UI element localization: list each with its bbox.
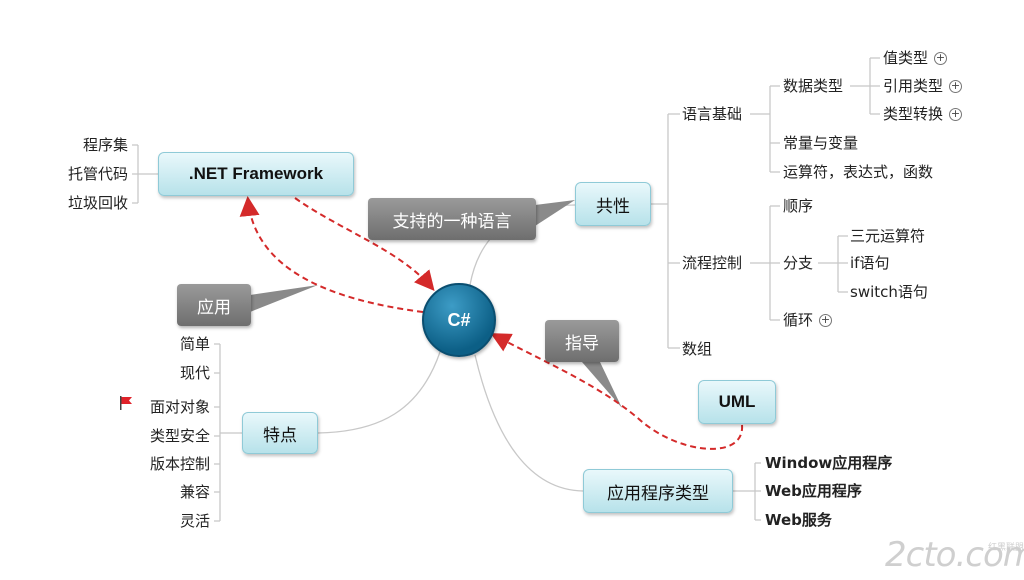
loop-item[interactable]: 循环 + [783, 311, 833, 329]
type-conversion-item[interactable]: 类型转换 + [883, 105, 963, 123]
common-node[interactable]: 共性 [575, 182, 651, 226]
feature-simple[interactable]: 简单 [179, 335, 210, 353]
uml-node[interactable]: UML [698, 380, 776, 424]
center-node-csharp[interactable]: C# [422, 283, 496, 357]
net-leaf-managed-code[interactable]: 托管代码 [67, 165, 128, 183]
value-type-label: 值类型 [883, 49, 929, 67]
expand-plus-icon[interactable]: + [949, 79, 963, 93]
branch-label[interactable]: 分支 [783, 254, 814, 272]
ref-type-label: 引用类型 [883, 77, 944, 95]
arrow-net-to-csharp [294, 197, 435, 292]
branch-line-apptypes [474, 354, 584, 492]
support-callout-pointer [535, 200, 575, 226]
data-types-label[interactable]: 数据类型 [783, 77, 844, 95]
flow-control-label[interactable]: 流程控制 [682, 254, 743, 272]
arrow-csharp-to-net [239, 196, 424, 313]
feature-flexible[interactable]: 灵活 [179, 512, 210, 530]
expand-plus-icon[interactable]: + [819, 313, 833, 327]
watermark-logo: 2cto.com [885, 535, 1024, 575]
net-framework-node[interactable]: .NET Framework [158, 152, 354, 196]
flag-icon [120, 396, 132, 410]
value-type-item[interactable]: 值类型 + [883, 49, 948, 67]
callout-apply[interactable]: 应用 [177, 284, 251, 326]
branch-line-features [317, 351, 441, 434]
if-label[interactable]: if语句 [850, 254, 890, 272]
guide-callout-pointer [582, 362, 622, 408]
apply-callout-pointer [250, 285, 318, 312]
apptypes-node[interactable]: 应用程序类型 [583, 469, 733, 513]
apptype-web[interactable]: Web应用程序 [765, 482, 862, 500]
arrow-uml-to-csharp [490, 333, 744, 450]
watermark-sub: 红黑联盟 [988, 543, 1024, 553]
feature-oop[interactable]: 面对对象 [149, 398, 210, 416]
type-conversion-label: 类型转换 [883, 105, 944, 123]
switch-label[interactable]: switch语句 [850, 283, 928, 301]
ref-type-item[interactable]: 引用类型 + [883, 77, 963, 95]
feature-compatible[interactable]: 兼容 [179, 483, 210, 501]
array-label[interactable]: 数组 [682, 340, 713, 358]
feature-versioning[interactable]: 版本控制 [149, 455, 210, 473]
sequence-label[interactable]: 顺序 [783, 197, 814, 215]
feature-modern[interactable]: 现代 [179, 364, 210, 382]
lang-basics-label[interactable]: 语言基础 [682, 105, 743, 123]
apptype-web-service[interactable]: Web服务 [765, 511, 832, 529]
expand-plus-icon[interactable]: + [934, 51, 948, 65]
callout-guide[interactable]: 指导 [545, 320, 619, 362]
feature-type-safe[interactable]: 类型安全 [149, 427, 210, 445]
net-leaf-assembly[interactable]: 程序集 [82, 136, 128, 154]
operators-label[interactable]: 运算符，表达式，函数 [783, 163, 934, 181]
apptype-windows[interactable]: Window应用程序 [765, 454, 893, 472]
features-node[interactable]: 特点 [242, 412, 318, 454]
const-var-label[interactable]: 常量与变量 [783, 134, 859, 152]
net-leaf-gc[interactable]: 垃圾回收 [67, 194, 128, 212]
callout-support[interactable]: 支持的一种语言 [368, 198, 536, 240]
loop-label: 循环 [783, 311, 814, 329]
expand-plus-icon[interactable]: + [949, 107, 963, 121]
ternary-label[interactable]: 三元运算符 [850, 227, 926, 245]
